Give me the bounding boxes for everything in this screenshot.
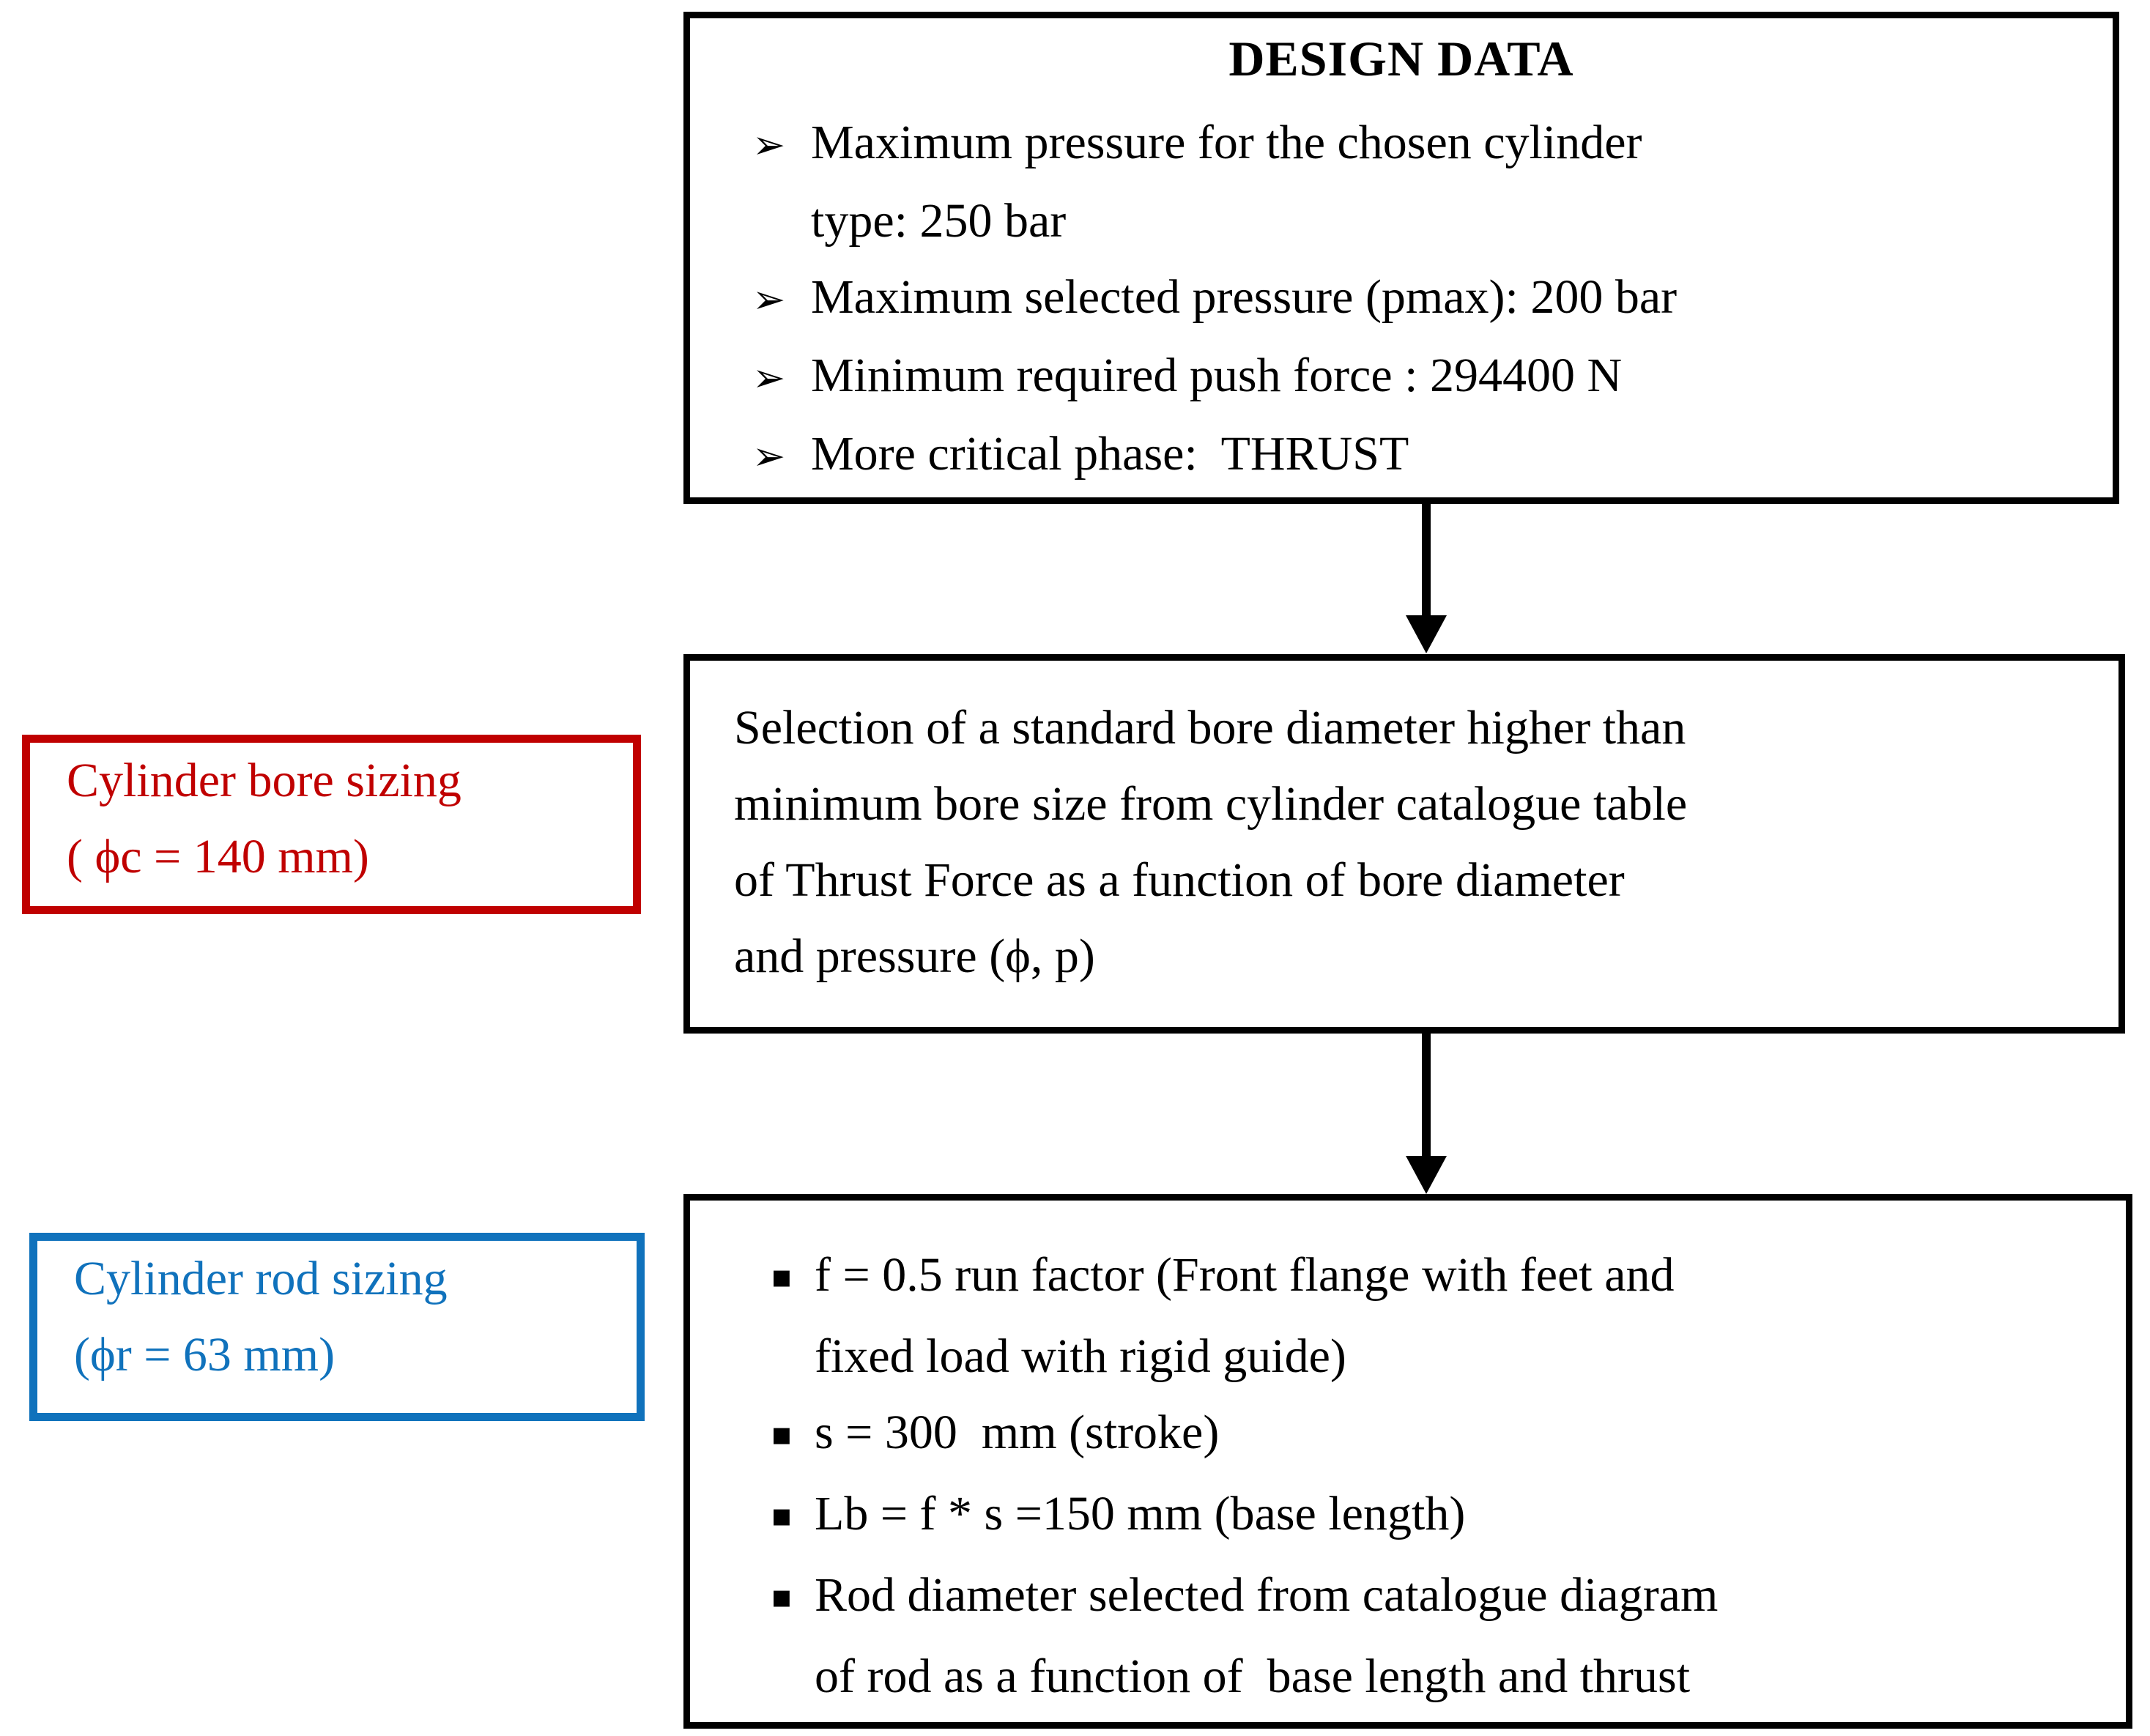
- list-item: ➢ Maximum selected pressure (pmax): 200 b…: [752, 259, 2113, 338]
- arrowhead-bullet-icon: ➢: [752, 433, 786, 479]
- list-item: ➢ More critical phase: THRUST: [752, 416, 2113, 494]
- list-item: ▪ f = 0.5 run factor (Front flange with f…: [771, 1237, 2126, 1318]
- list-item-text: s = 300 mm (stroke): [815, 1406, 1220, 1459]
- square-bullet-icon: ▪: [771, 1496, 793, 1534]
- arrowhead-bullet-icon: ➢: [752, 276, 786, 322]
- list-item: of rod as a function of base length and …: [771, 1639, 2126, 1715]
- flow-arrow-down-1: [1406, 504, 1447, 653]
- list-item-text: fixed load with rigid guide): [815, 1329, 1346, 1383]
- rod-sizing-box: ▪ f = 0.5 run factor (Front flange with f…: [683, 1194, 2132, 1729]
- list-item-text: Lb = f * s =150 mm (base length): [815, 1487, 1466, 1540]
- text-line: and pressure (ϕ, p): [734, 930, 1095, 983]
- list-item-text: Maximum pressure for the chosen cylinder: [811, 116, 1642, 169]
- list-item-text: Rod diameter selected from catalogue dia…: [815, 1568, 1719, 1622]
- bore-selection-box: Selection of a standard bore diameter hi…: [683, 654, 2125, 1034]
- arrow-head-icon: [1406, 1156, 1447, 1194]
- arrowhead-bullet-icon: ➢: [752, 355, 786, 401]
- arrow-head-icon: [1406, 615, 1447, 653]
- bore-selection-text: Selection of a standard bore diameter hi…: [690, 661, 2119, 995]
- list-item-text: type: 250 bar: [811, 194, 1067, 248]
- list-item: type: 250 bar: [752, 183, 2113, 259]
- list-item: ▪ Lb = f * s =150 mm (base length): [771, 1476, 2126, 1557]
- design-data-box: DESIGN DATA ➢ Maximum pressure for the ch…: [683, 12, 2119, 504]
- list-item-text: f = 0.5 run factor (Front flange with fe…: [815, 1248, 1675, 1302]
- text-line: Selection of a standard bore diameter hi…: [734, 701, 1686, 754]
- cylinder-rod-sizing-label: Cylinder rod sizing (ϕr = 63 mm): [29, 1233, 645, 1421]
- label-line: ( ϕc = 140 mm): [67, 830, 369, 883]
- label-line: Cylinder bore sizing: [67, 754, 461, 807]
- list-item: ➢ Maximum pressure for the chosen cylinde…: [752, 105, 2113, 183]
- list-item-text: Minimum required push force : 294400 N: [811, 349, 1623, 402]
- list-item-text: More critical phase: THRUST: [811, 427, 1409, 481]
- list-item: ➢ Minimum required push force : 294400 N: [752, 338, 2113, 416]
- rod-sizing-list: ▪ f = 0.5 run factor (Front flange with f…: [690, 1201, 2126, 1715]
- text-line: of Thrust Force as a function of bore di…: [734, 853, 1625, 907]
- arrow-stem: [1422, 504, 1431, 617]
- list-item-text: Maximum selected pressure (pmax): 200 ba…: [811, 270, 1678, 324]
- list-item: ▪ Rod diameter selected from catalogue di…: [771, 1557, 2126, 1639]
- square-bullet-icon: ▪: [771, 1258, 793, 1295]
- text-line: minimum bore size from cylinder catalogu…: [734, 777, 1688, 831]
- square-bullet-icon: ▪: [771, 1578, 793, 1615]
- label-line: (ϕr = 63 mm): [74, 1328, 336, 1381]
- list-item: ▪ s = 300 mm (stroke): [771, 1395, 2126, 1476]
- list-item-text: of rod as a function of base length and …: [815, 1650, 1691, 1703]
- square-bullet-icon: ▪: [771, 1415, 793, 1453]
- design-data-list: ➢ Maximum pressure for the chosen cylinde…: [690, 105, 2113, 494]
- list-item: fixed load with rigid guide): [771, 1318, 2126, 1395]
- arrowhead-bullet-icon: ➢: [752, 122, 786, 168]
- flow-arrow-down-2: [1406, 1034, 1447, 1194]
- cylinder-bore-sizing-label: Cylinder bore sizing ( ϕc = 140 mm): [22, 735, 641, 914]
- arrow-stem: [1422, 1034, 1431, 1157]
- design-data-title: DESIGN DATA: [1228, 31, 1574, 86]
- label-line: Cylinder rod sizing: [74, 1252, 448, 1305]
